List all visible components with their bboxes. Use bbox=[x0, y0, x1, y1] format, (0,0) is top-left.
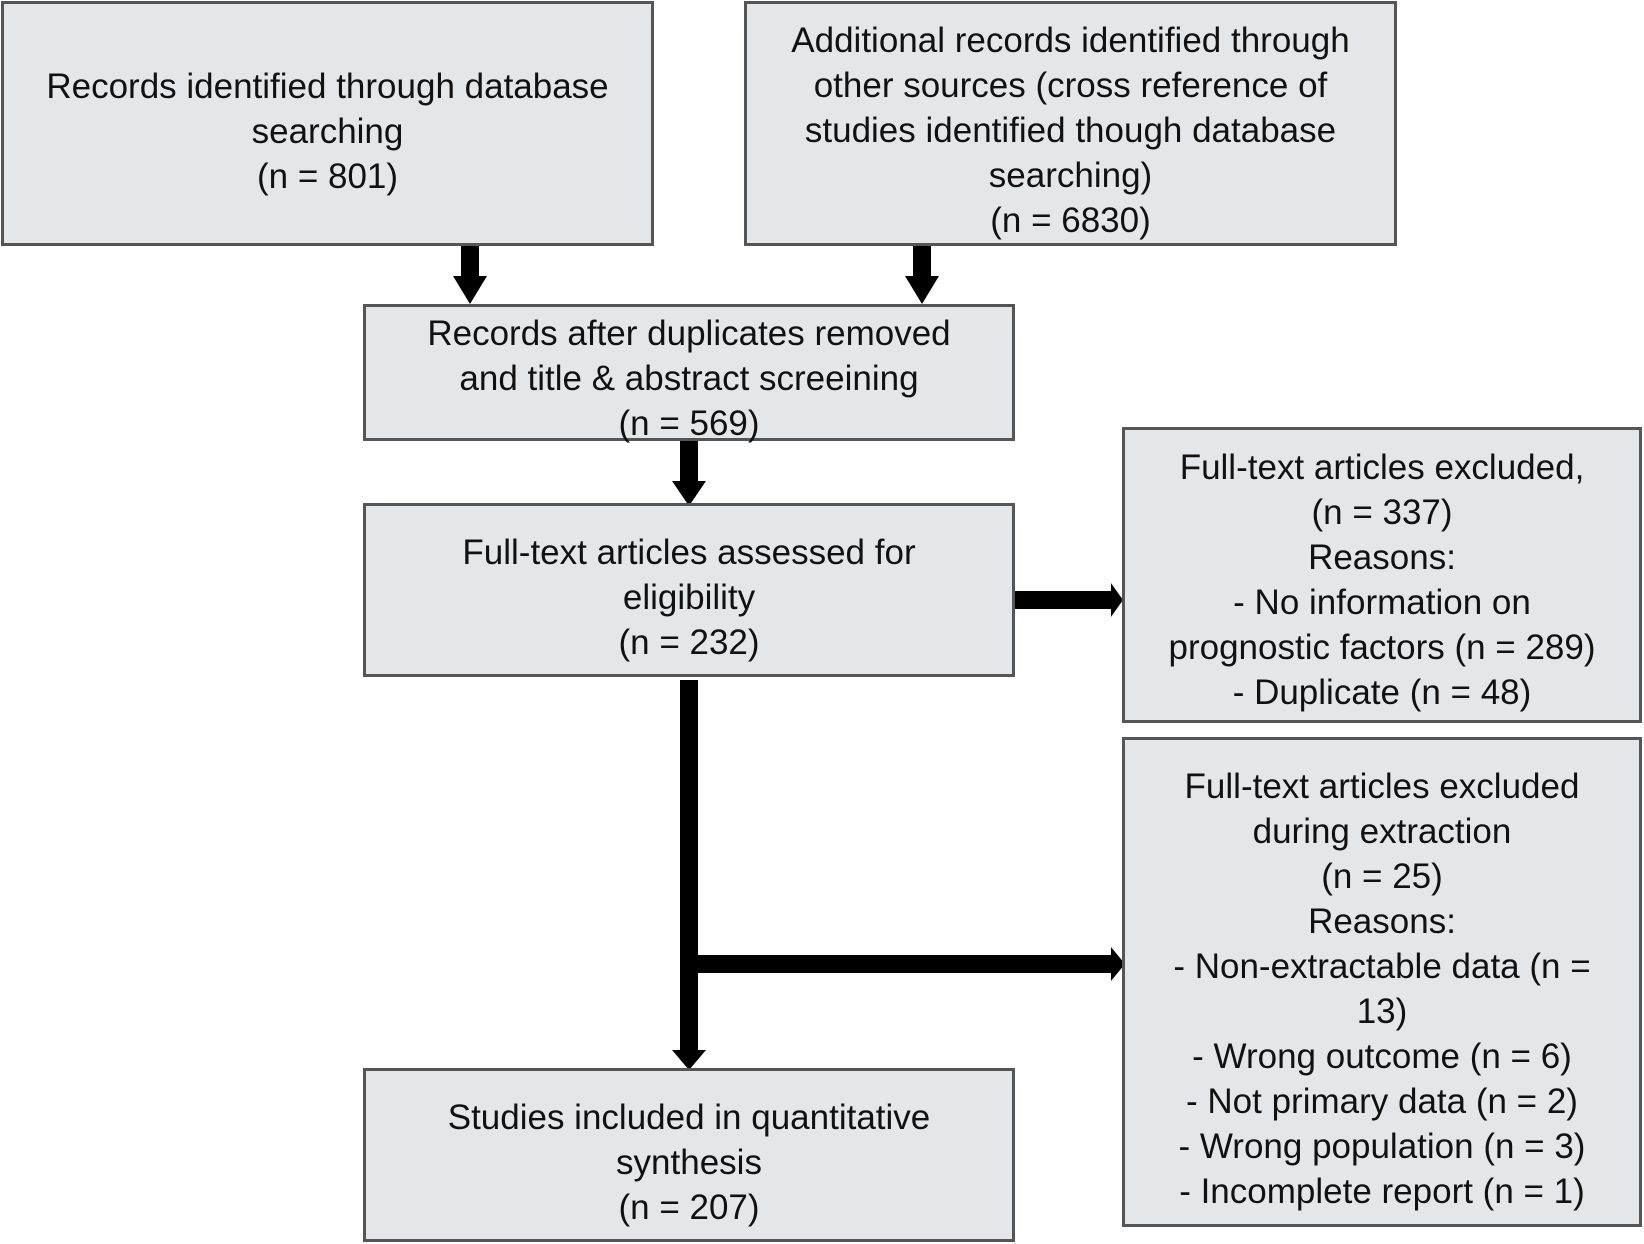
box-line: Full-text articles excluded bbox=[1184, 767, 1580, 806]
box-line: 13) bbox=[1356, 992, 1408, 1031]
arrow-assessed-to-included bbox=[672, 680, 706, 1070]
box-line: Reasons: bbox=[1308, 902, 1456, 941]
box-line: (n = 569) bbox=[618, 404, 760, 443]
arrow-assessed-to-excluded bbox=[1015, 583, 1123, 617]
box-excluded-during-extraction: Full-text articles excluded during extra… bbox=[1122, 737, 1642, 1227]
box-studies-included: Studies included in quantitative synthes… bbox=[363, 1068, 1015, 1242]
box-line: eligibility bbox=[622, 578, 756, 617]
box-line: Records identified through database bbox=[46, 67, 609, 106]
box-line: (n = 337) bbox=[1311, 493, 1453, 532]
box-records-identified-other-sources: Additional records identified through ot… bbox=[744, 1, 1397, 246]
box-line: - Wrong outcome (n = 6) bbox=[1192, 1037, 1572, 1076]
box-line: and title & abstract screeining bbox=[459, 359, 919, 398]
box-line: Additional records identified through bbox=[791, 21, 1350, 60]
box-line: - Duplicate (n = 48) bbox=[1232, 673, 1532, 712]
box-line: other sources (cross reference of bbox=[813, 66, 1328, 105]
box-line: (n = 207) bbox=[618, 1188, 760, 1227]
arrow-db-to-screening bbox=[453, 244, 487, 304]
box-line: Full-text articles excluded, bbox=[1179, 448, 1585, 487]
box-line: studies identified though database bbox=[804, 111, 1337, 150]
box-line: Reasons: bbox=[1308, 538, 1456, 577]
box-full-text-assessed: Full-text articles assessed for eligibil… bbox=[363, 503, 1015, 677]
box-line: Studies included in quantitative bbox=[447, 1098, 931, 1137]
box-line: - Incomplete report (n = 1) bbox=[1179, 1172, 1585, 1211]
box-line: (n = 6830) bbox=[990, 201, 1151, 240]
box-line: Full-text articles assessed for bbox=[462, 533, 916, 572]
box-line: - Non-extractable data (n = bbox=[1173, 947, 1591, 986]
arrow-trunk-to-excluded-extraction bbox=[689, 947, 1125, 981]
box-line: Records after duplicates removed bbox=[427, 314, 951, 353]
box-line: during extraction bbox=[1252, 812, 1512, 851]
box-line: prognostic factors (n = 289) bbox=[1168, 628, 1596, 667]
box-line: - No information on bbox=[1233, 583, 1531, 622]
box-line: (n = 801) bbox=[256, 157, 399, 196]
box-line: searching bbox=[251, 112, 404, 151]
box-line: (n = 25) bbox=[1321, 857, 1443, 896]
arrow-other-to-screening bbox=[905, 244, 939, 304]
box-line: (n = 232) bbox=[618, 623, 760, 662]
box-line: searching) bbox=[988, 156, 1153, 195]
box-full-text-excluded: Full-text articles excluded, (n = 337) R… bbox=[1122, 427, 1642, 723]
box-records-after-duplicates: Records after duplicates removed and tit… bbox=[363, 304, 1015, 443]
box-line: synthesis bbox=[616, 1143, 762, 1182]
box-line: - Wrong population (n = 3) bbox=[1178, 1127, 1586, 1166]
box-line: - Not primary data (n = 2) bbox=[1186, 1082, 1578, 1121]
box-records-identified-database: Records identified through database sear… bbox=[1, 1, 654, 246]
arrow-screening-to-assessed bbox=[672, 441, 706, 506]
